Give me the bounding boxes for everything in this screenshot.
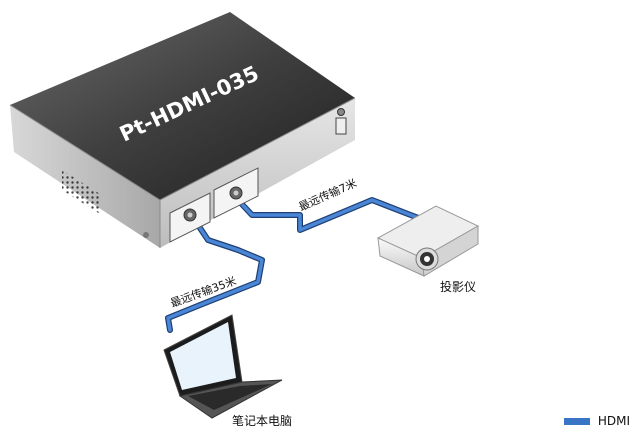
screw-icon <box>143 232 149 238</box>
hdmi-port-panel-1 <box>169 192 211 243</box>
projector-icon <box>376 205 480 277</box>
legend: HDMI <box>563 414 630 428</box>
hdmi-legend-swatch <box>563 417 590 425</box>
projector-label: 投影仪 <box>440 280 477 294</box>
power-port-icon <box>335 108 347 135</box>
laptop-label: 笔记本电脑 <box>232 414 293 428</box>
hdmi-legend-label: HDMI <box>597 414 630 428</box>
hdmi-port-panel-2 <box>213 167 259 219</box>
extender-device <box>9 12 356 248</box>
hdmi-cable-projector <box>235 197 427 233</box>
hdmi-cable-laptop <box>165 219 265 333</box>
vent-grill-icon <box>62 170 100 214</box>
laptop-icon <box>163 314 283 419</box>
